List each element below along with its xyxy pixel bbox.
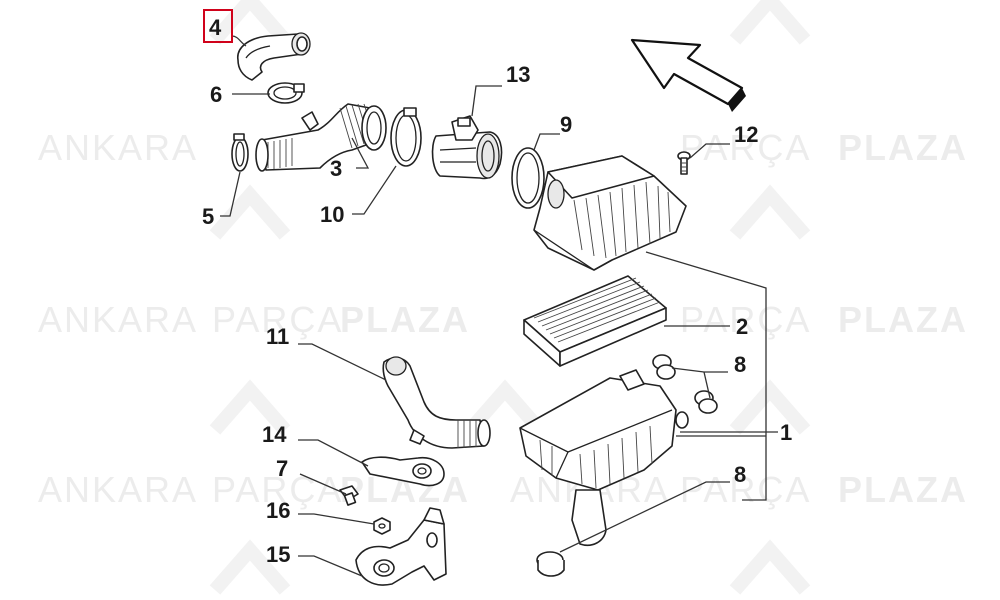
part-4-upper-hose <box>237 32 311 81</box>
callout-7[interactable]: 7 <box>276 456 288 481</box>
callout-8-upper[interactable]: 8 <box>734 352 746 377</box>
watermark-layer: ANKARA PARÇA PLAZA ANKARA PARÇA PLAZA PA… <box>38 0 968 595</box>
callout-1[interactable]: 1 <box>780 420 792 445</box>
direction-arrow <box>630 38 746 112</box>
part-14-bracket <box>361 456 445 487</box>
watermark-brand-middle: PARÇA <box>212 299 343 340</box>
callout-8-lower[interactable]: 8 <box>734 462 746 487</box>
hose-corrugation-11 <box>457 420 477 448</box>
part-10-clamp <box>390 107 422 167</box>
part-5-clamp <box>231 133 249 172</box>
watermark-brand-right: PLAZA <box>838 469 968 510</box>
callout-6[interactable]: 6 <box>210 82 222 107</box>
watermark-brand-middle: PARÇA <box>212 469 343 510</box>
callout-9[interactable]: 9 <box>560 112 572 137</box>
watermark-brand-middle: PARÇA <box>680 469 811 510</box>
callout-4[interactable]: 4 <box>209 15 222 40</box>
part-6-clamp <box>267 82 305 104</box>
part-8-grommets-upper <box>652 354 718 414</box>
watermark-logo <box>209 0 811 595</box>
callout-16[interactable]: 16 <box>266 498 290 523</box>
part-16-nut <box>373 517 391 535</box>
watermark-brand-left: ANKARA <box>38 469 198 510</box>
callout-5[interactable]: 5 <box>202 204 214 229</box>
part-2-air-filter <box>523 275 667 367</box>
watermark-brand-middle: PARÇA <box>680 299 811 340</box>
part-9-clamp <box>511 147 545 209</box>
part-1-airbox-lower <box>519 369 689 546</box>
callout-13[interactable]: 13 <box>506 62 530 87</box>
housing-ribs <box>539 425 653 489</box>
filter-pleats <box>533 277 661 343</box>
part-15-bracket <box>355 507 447 586</box>
watermark-brand-right: PLAZA <box>340 299 470 340</box>
part-12-bolt <box>677 151 691 175</box>
watermark-row-2: ANKARA PARÇA PLAZA PARÇA PLAZA <box>38 299 968 340</box>
watermark-row-3: ANKARA PARÇA PLAZA ANKARA PARÇA PLAZA <box>38 469 968 510</box>
callout-15[interactable]: 15 <box>266 542 290 567</box>
callout-2[interactable]: 2 <box>736 314 748 339</box>
cover-ribs <box>573 181 671 259</box>
watermark-brand-right: PLAZA <box>838 299 968 340</box>
callout-3[interactable]: 3 <box>330 156 342 181</box>
callout-14[interactable]: 14 <box>262 422 287 447</box>
watermark-brand-right: PLAZA <box>838 127 968 168</box>
part-7-bolt <box>339 485 359 506</box>
part-8-grommet-lower <box>536 551 565 577</box>
callout-4-highlight-box <box>203 9 233 43</box>
part-11-resonator-hose <box>382 356 491 449</box>
airbox-cover <box>533 155 687 271</box>
callout-11[interactable]: 11 <box>266 324 289 349</box>
watermark-row-1: ANKARA PARÇA PLAZA <box>38 127 968 168</box>
watermark-brand-left: ANKARA <box>38 299 198 340</box>
leader-lines <box>220 35 778 577</box>
part-13-maf-sensor <box>431 115 503 180</box>
callout-12[interactable]: 12 <box>734 122 758 147</box>
callout-labels: 4 6 3 5 10 13 9 12 2 8 1 8 11 14 7 16 15 <box>202 9 792 567</box>
callout-10[interactable]: 10 <box>320 202 344 227</box>
watermark-brand-left: ANKARA <box>38 127 198 168</box>
part-3-intake-hose <box>255 103 387 172</box>
